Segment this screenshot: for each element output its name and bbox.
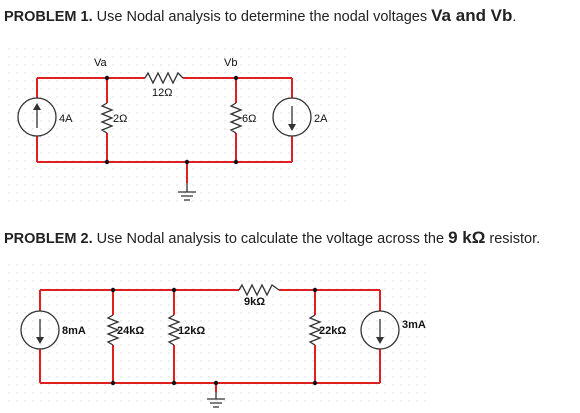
node-dot bbox=[213, 380, 219, 386]
problem-1-label: PROBLEM 1. bbox=[4, 9, 93, 25]
source-3ma-label: 3mA bbox=[402, 319, 426, 331]
current-source-4a bbox=[17, 97, 57, 137]
node-dot bbox=[110, 380, 116, 386]
source-4a-label: 4A bbox=[59, 113, 73, 125]
resistor-12ohm-label: 12Ω bbox=[152, 87, 172, 99]
resistor-6ohm bbox=[229, 102, 243, 134]
resistor-9k bbox=[238, 283, 280, 297]
problem-2-label: PROBLEM 2. bbox=[4, 231, 93, 247]
resistor-24k-label: 24kΩ bbox=[117, 325, 144, 337]
node-dot bbox=[312, 287, 318, 293]
problem-1-text: Use Nodal analysis to determine the noda… bbox=[92, 9, 432, 25]
current-source-3ma bbox=[360, 310, 400, 350]
problem-2-statement: PROBLEM 2. Use Nodal analysis to calcula… bbox=[4, 228, 540, 248]
source-2a-label: 2A bbox=[314, 113, 328, 125]
problem-2-text: Use Nodal analysis to calculate the volt… bbox=[92, 231, 449, 247]
resistor-22k-label: 22kΩ bbox=[319, 325, 346, 337]
arrow-up-icon-head bbox=[33, 103, 41, 110]
resistor-2ohm bbox=[100, 102, 114, 134]
resistor-12k-label: 12kΩ bbox=[178, 325, 205, 337]
node-va-label: Va bbox=[94, 57, 108, 69]
problem-1-emphasis: Va and Vb bbox=[431, 6, 513, 25]
resistor-12k bbox=[167, 314, 181, 346]
resistor-6ohm-label: 6Ω bbox=[242, 113, 256, 125]
arrow-down-icon-head bbox=[36, 337, 44, 344]
circuit-2: 9kΩ 24kΩ 12kΩ 22kΩ 8mA 3mA bbox=[20, 283, 426, 408]
node-va-dot bbox=[104, 75, 110, 81]
node-dot bbox=[184, 159, 190, 165]
resistor-12ohm bbox=[144, 71, 184, 85]
node-vb-label: Vb bbox=[224, 57, 237, 69]
source-8ma-label: 8mA bbox=[62, 325, 86, 337]
node-dot bbox=[312, 380, 318, 386]
node-dot bbox=[110, 287, 116, 293]
problem-2-emphasis: 9 kΩ bbox=[448, 228, 486, 247]
resistor-22k bbox=[308, 314, 322, 346]
ground-icon bbox=[178, 183, 196, 201]
resistor-2ohm-label: 2Ω bbox=[113, 113, 127, 125]
arrow-down-icon-head bbox=[376, 337, 384, 344]
resistor-9k-label: 9kΩ bbox=[244, 296, 265, 308]
problem-1-end: . bbox=[512, 9, 517, 25]
node-dot bbox=[171, 287, 177, 293]
node-vb-dot bbox=[233, 75, 239, 81]
current-source-2a bbox=[272, 97, 312, 137]
node-dot bbox=[171, 380, 177, 386]
resistor-24k bbox=[106, 314, 120, 346]
ground-icon bbox=[207, 392, 225, 408]
problem-1-statement: PROBLEM 1. Use Nodal analysis to determi… bbox=[4, 6, 516, 26]
circuit-1: Va Vb 12Ω 2Ω 6Ω 4A 2A bbox=[17, 57, 328, 201]
node-dot bbox=[233, 159, 239, 165]
current-source-8ma bbox=[20, 310, 60, 350]
arrow-down-icon-head bbox=[288, 124, 296, 131]
problem-2-end: resistor. bbox=[485, 231, 541, 247]
node-dot bbox=[104, 159, 110, 165]
